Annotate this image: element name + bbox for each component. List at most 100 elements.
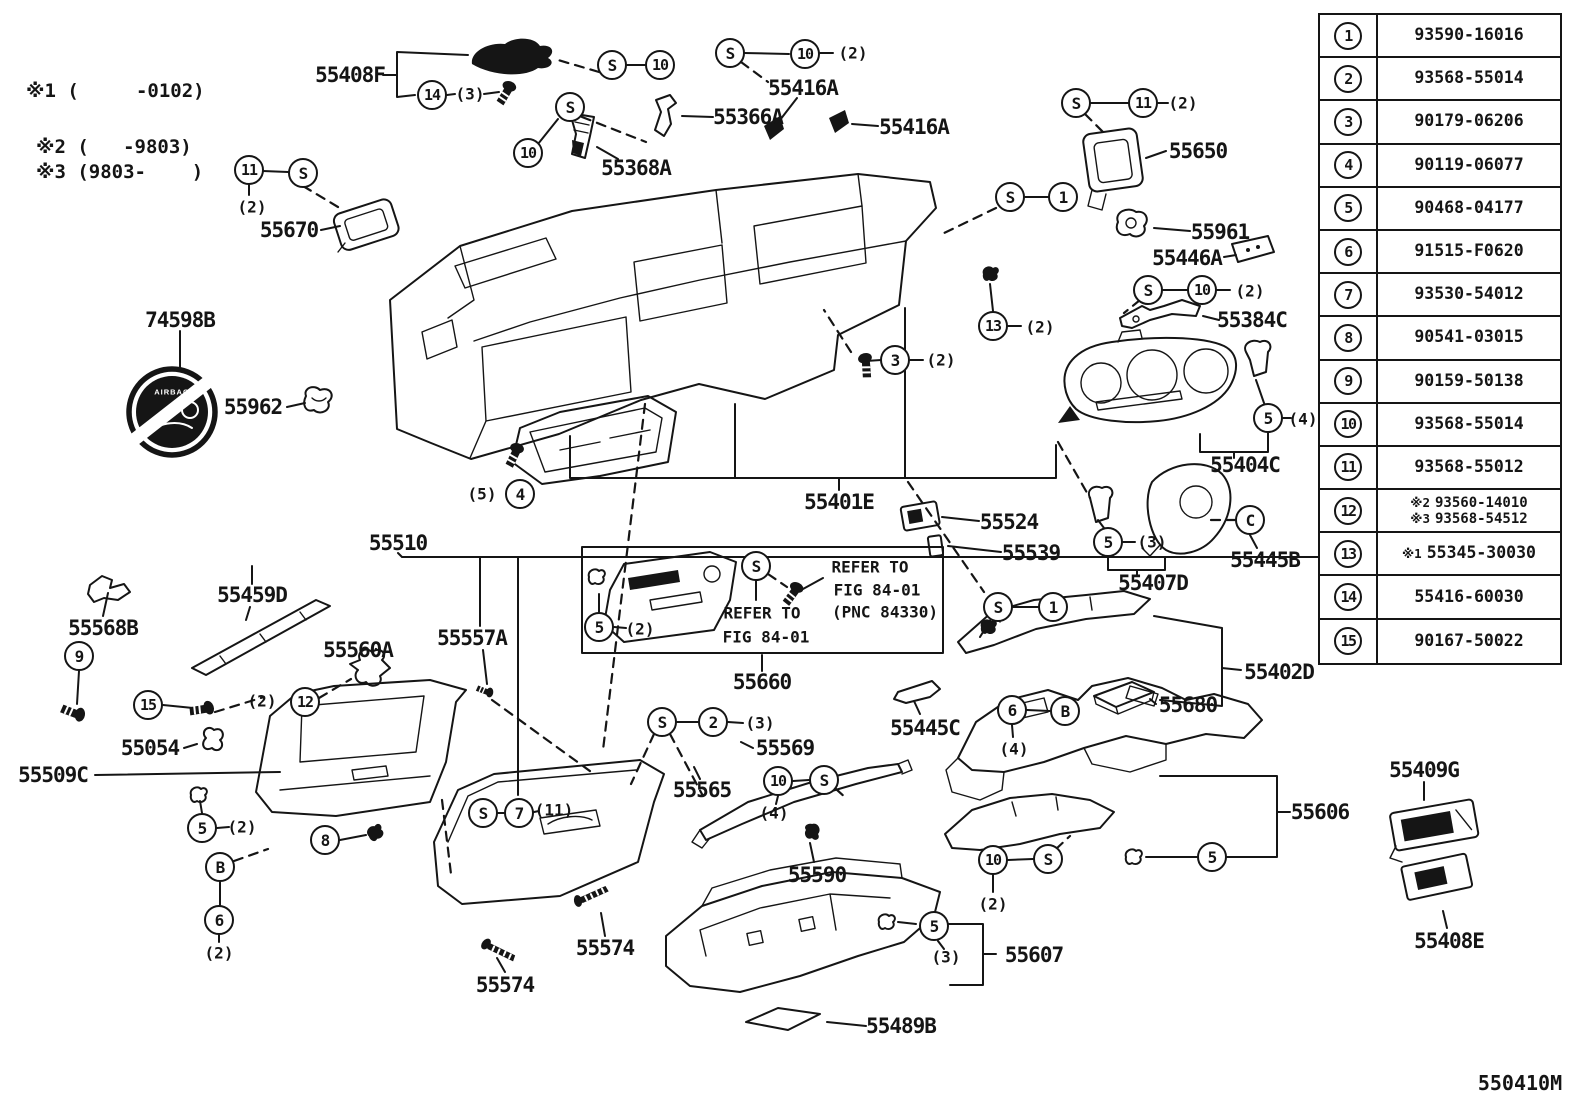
part-label: 55539 (1001, 541, 1061, 565)
part-label: 55384C (1217, 308, 1288, 332)
table-ref-number-cell: 11 (1320, 446, 1378, 489)
table-part-number-cell: 90119-06077 (1378, 145, 1560, 186)
table-ref-number-cell: 6 (1320, 230, 1378, 273)
callout-circle: 11 (234, 155, 264, 185)
part-label: 55607 (1004, 943, 1064, 967)
table-row: 4 90119-06077 (1320, 144, 1560, 188)
part-number: 91515-F0620 (1414, 241, 1524, 261)
part-label: 55574 (575, 936, 635, 960)
part-label: 55445C (890, 716, 961, 740)
part-label: 55557A (437, 626, 508, 650)
callout-circle: 13 (978, 311, 1008, 341)
part-number-line: 90167-50022 (1414, 631, 1523, 651)
table-row: 7 93530-54012 (1320, 274, 1560, 318)
callout-circle: 8 (310, 825, 340, 855)
ref-number-circle: 7 (1334, 280, 1362, 309)
callout-circle: 10 (790, 39, 820, 69)
table-ref-number-cell: 5 (1320, 187, 1378, 229)
part-label: 55408F (315, 63, 386, 87)
callout-circle: 5 (1093, 527, 1123, 557)
part-label: 55606 (1290, 800, 1350, 824)
ref-number-circle: 11 (1334, 453, 1362, 482)
part-label: 55401E (804, 490, 875, 514)
screw-callout-circle: S (995, 182, 1025, 212)
quantity-label: (2) (838, 43, 868, 63)
table-part-number-cell: 91515-F0620 (1378, 231, 1560, 272)
ref-number-circle: 10 (1334, 410, 1362, 439)
callout-circle: 2 (698, 707, 728, 737)
screw-callout-circle: S (715, 38, 745, 68)
table-row: 6 91515-F0620 (1320, 230, 1560, 275)
part-number-line: 90119-06077 (1414, 155, 1523, 175)
callout-circle: 1 (1048, 182, 1078, 212)
part-label: 55446A (1152, 246, 1223, 270)
legend-note-2: ※2 ( -9803) (36, 136, 192, 158)
ref-number-circle: 5 (1334, 194, 1362, 223)
airbag-icon-text: AIRBAG (154, 387, 190, 397)
screw-callout-circle: S (597, 50, 627, 80)
quantity-label: (2) (625, 619, 655, 639)
table-ref-number-cell: 10 (1320, 403, 1378, 445)
part-number-line: 91515-F0620 (1414, 241, 1524, 261)
part-number: 93568-54512 (1434, 510, 1528, 527)
ref-number-circle: 13 (1334, 539, 1362, 568)
part-label: 55489B (866, 1014, 937, 1038)
table-part-number-cell: 90541-03015 (1378, 317, 1560, 358)
callout-circle: 10 (978, 845, 1008, 875)
part-number: 93590-16016 (1414, 25, 1524, 45)
table-part-number-cell: 93568-55014 (1378, 58, 1560, 99)
part-number: 55345-30030 (1426, 543, 1536, 563)
part-label: 55407D (1118, 571, 1189, 595)
table-ref-number-cell: 15 (1320, 619, 1378, 663)
part-label: 55680 (1158, 693, 1218, 717)
part-label: 55524 (979, 510, 1039, 534)
refer-note: (PNC 84330) (832, 602, 938, 622)
table-row: 15 90167-50022 (1320, 619, 1560, 663)
screw-callout-circle: S (555, 92, 585, 122)
table-part-number-cell: 55416-60030 (1378, 576, 1560, 617)
ref-number-circle: 4 (1334, 151, 1362, 180)
part-label: 55368A (601, 156, 672, 180)
callout-circle: 7 (504, 798, 534, 828)
callout-circle: 5 (919, 911, 949, 941)
part-label: 74598B (145, 308, 216, 332)
ref-number-circle: 8 (1334, 323, 1362, 352)
callout-circle: 6 (204, 905, 234, 935)
callout-circle: 10 (645, 50, 675, 80)
part-label: 55560A (323, 638, 394, 662)
ref-number-circle: 9 (1334, 367, 1362, 396)
ref-number-circle: 3 (1334, 107, 1362, 136)
ref-number-circle: 14 (1334, 583, 1362, 612)
part-number: 90179-06206 (1414, 111, 1524, 131)
callout-circle: 5 (1197, 842, 1227, 872)
quantity-label: (2) (1025, 317, 1055, 337)
table-row: 3 90179-06206 (1320, 101, 1560, 145)
part-number-line: 93590-16016 (1414, 25, 1524, 45)
refer-note: FIG 84-01 (833, 580, 921, 600)
screw-callout-circle: S (288, 158, 318, 188)
callout-circle: B (205, 852, 235, 882)
callout-circle: 14 (417, 80, 447, 110)
part-label: 55416A (879, 115, 950, 139)
table-part-number-cell: 90179-06206 (1378, 101, 1560, 142)
quantity-label: (2) (237, 197, 267, 217)
quantity-label: (2) (1168, 93, 1198, 113)
callout-circle: 6 (997, 695, 1027, 725)
part-label: 55404C (1210, 453, 1281, 477)
part-number: 90159-50138 (1414, 370, 1524, 390)
table-row: 14 55416-60030 (1320, 576, 1560, 620)
callout-circle: 1 (1038, 592, 1068, 622)
table-part-number-cell: 93530-54012 (1378, 274, 1560, 315)
part-label: 55416A (768, 76, 839, 100)
part-label: 55510 (368, 531, 428, 555)
quantity-label: (2) (227, 817, 257, 837)
